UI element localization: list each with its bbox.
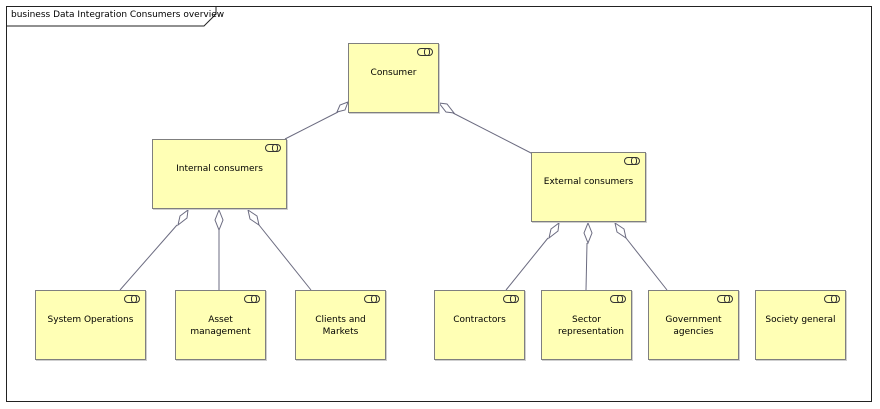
- node-sector-representation[interactable]: Sector representation: [541, 290, 632, 360]
- node-label: Society general: [765, 315, 836, 325]
- business-role-icon: [417, 48, 433, 56]
- business-role-icon: [244, 295, 260, 303]
- aggregation-internal-system-operations[interactable]: [119, 208, 189, 291]
- node-label: System Operations: [47, 315, 134, 325]
- business-role-icon: [717, 295, 733, 303]
- aggregation-consumer-external[interactable]: [437, 102, 534, 155]
- node-label: Internal consumers: [176, 164, 263, 174]
- node-internal-consumers[interactable]: Internal consumers: [152, 139, 287, 209]
- diagram-title: business Data Integration Consumers over…: [11, 10, 225, 20]
- node-label: Government agencies: [665, 315, 722, 337]
- business-role-icon: [265, 144, 281, 152]
- node-society-general[interactable]: Society general: [755, 290, 846, 360]
- aggregation-external-sector-representation[interactable]: [583, 221, 593, 291]
- node-contractors[interactable]: Contractors: [434, 290, 525, 360]
- node-label: External consumers: [543, 177, 634, 187]
- node-asset-management[interactable]: Asset management: [175, 290, 266, 360]
- business-role-icon: [824, 295, 840, 303]
- node-clients-markets[interactable]: Clients and Markets: [295, 290, 386, 360]
- business-role-icon: [503, 295, 519, 303]
- diagram-frame: [6, 6, 872, 402]
- aggregation-internal-asset-management[interactable]: [214, 208, 224, 290]
- node-government-agencies[interactable]: Government agencies: [648, 290, 739, 360]
- aggregation-external-contractors[interactable]: [505, 221, 560, 291]
- node-external-consumers[interactable]: External consumers: [531, 152, 646, 222]
- aggregation-external-government-agencies[interactable]: [614, 221, 668, 291]
- node-label: Contractors: [453, 315, 506, 325]
- node-label: Asset management: [190, 315, 251, 337]
- aggregation-internal-clients-markets[interactable]: [247, 208, 312, 291]
- node-label: Sector representation: [558, 315, 625, 337]
- business-role-icon: [124, 295, 140, 303]
- node-consumer[interactable]: Consumer: [348, 43, 439, 113]
- node-system-operations[interactable]: System Operations: [35, 290, 146, 360]
- business-role-icon: [610, 295, 626, 303]
- business-role-icon: [624, 157, 640, 165]
- business-role-icon: [364, 295, 380, 303]
- aggregation-consumer-internal[interactable]: [284, 101, 349, 140]
- node-label: Clients and Markets: [315, 315, 366, 337]
- node-label: Consumer: [370, 68, 417, 78]
